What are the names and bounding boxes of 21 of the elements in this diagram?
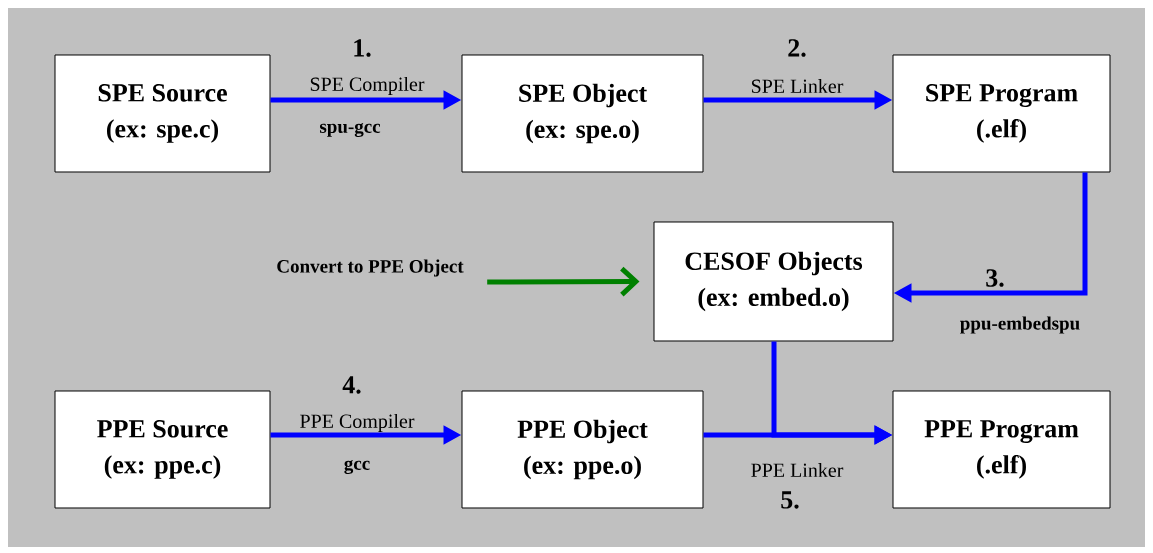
process-box: CESOF Objects (ex: embed.o) (653, 221, 894, 342)
arrow (487, 266, 640, 297)
command-label: ppu-embedspu (960, 316, 1080, 334)
process-box: SPE Program (.elf) (892, 54, 1111, 173)
step-label: Convert to PPE Object (277, 259, 464, 277)
step-number: 5. (781, 491, 799, 509)
process-box: PPE Program (.elf) (892, 390, 1111, 509)
process-box: PPE Source (ex: ppe.c) (54, 390, 271, 509)
process-box: PPE Object (ex: ppe.o) (461, 390, 704, 509)
edge-label: PPE Compiler (300, 413, 415, 433)
step-number: 2. (788, 39, 806, 57)
step-number: 4. (342, 376, 361, 394)
edge-label: SPE Linker (751, 78, 844, 93)
command-label: gcc (344, 460, 370, 474)
edge-label: PPE Linker (751, 462, 844, 477)
process-box: SPE Source (ex: spe.c) (54, 54, 271, 173)
step-number: 3. (986, 269, 1004, 287)
command-label: spu-gcc (320, 123, 381, 137)
step-number: 1. (354, 39, 371, 57)
process-box: SPE Object (ex: spe.o) (461, 54, 704, 173)
edge-label: SPE Compiler (310, 76, 425, 96)
